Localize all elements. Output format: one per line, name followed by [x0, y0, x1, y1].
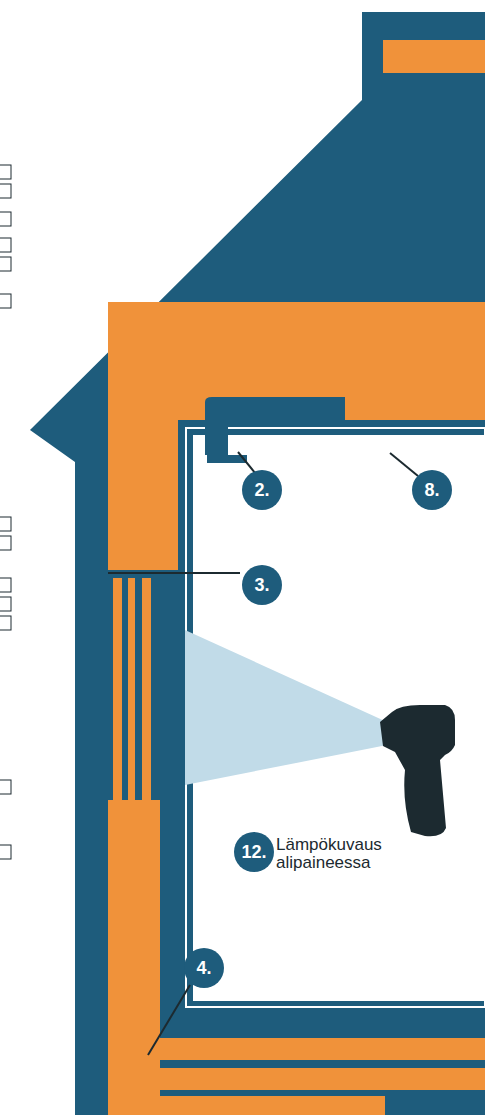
thermal-camera	[380, 705, 455, 836]
floor-layers	[160, 1038, 485, 1115]
wall-insulation	[108, 302, 178, 570]
callout-number: 12.	[234, 832, 274, 872]
callout-number: 3.	[242, 565, 282, 605]
callout-note: Lämpökuvaus alipaineessa	[276, 836, 396, 872]
callout-node: 3.	[242, 565, 282, 605]
vapour-barrier	[186, 428, 485, 1007]
callout-with-note: 12.Lämpökuvaus alipaineessa	[234, 832, 274, 872]
callout-number: 4.	[184, 948, 224, 988]
vent-pipe	[205, 397, 345, 455]
checkboxes	[0, 165, 11, 859]
chimney-top	[383, 40, 485, 73]
callout-number: 8.	[412, 470, 452, 510]
callout-number: 2.	[242, 470, 282, 510]
camera-beam	[185, 630, 387, 785]
leader-lines	[108, 452, 418, 1055]
studs	[108, 578, 160, 1115]
roof-and-walls	[30, 12, 485, 1115]
callout-node: 8.	[412, 470, 452, 510]
callout-node: 4.	[184, 948, 224, 988]
callout-node: 2.	[242, 470, 282, 510]
